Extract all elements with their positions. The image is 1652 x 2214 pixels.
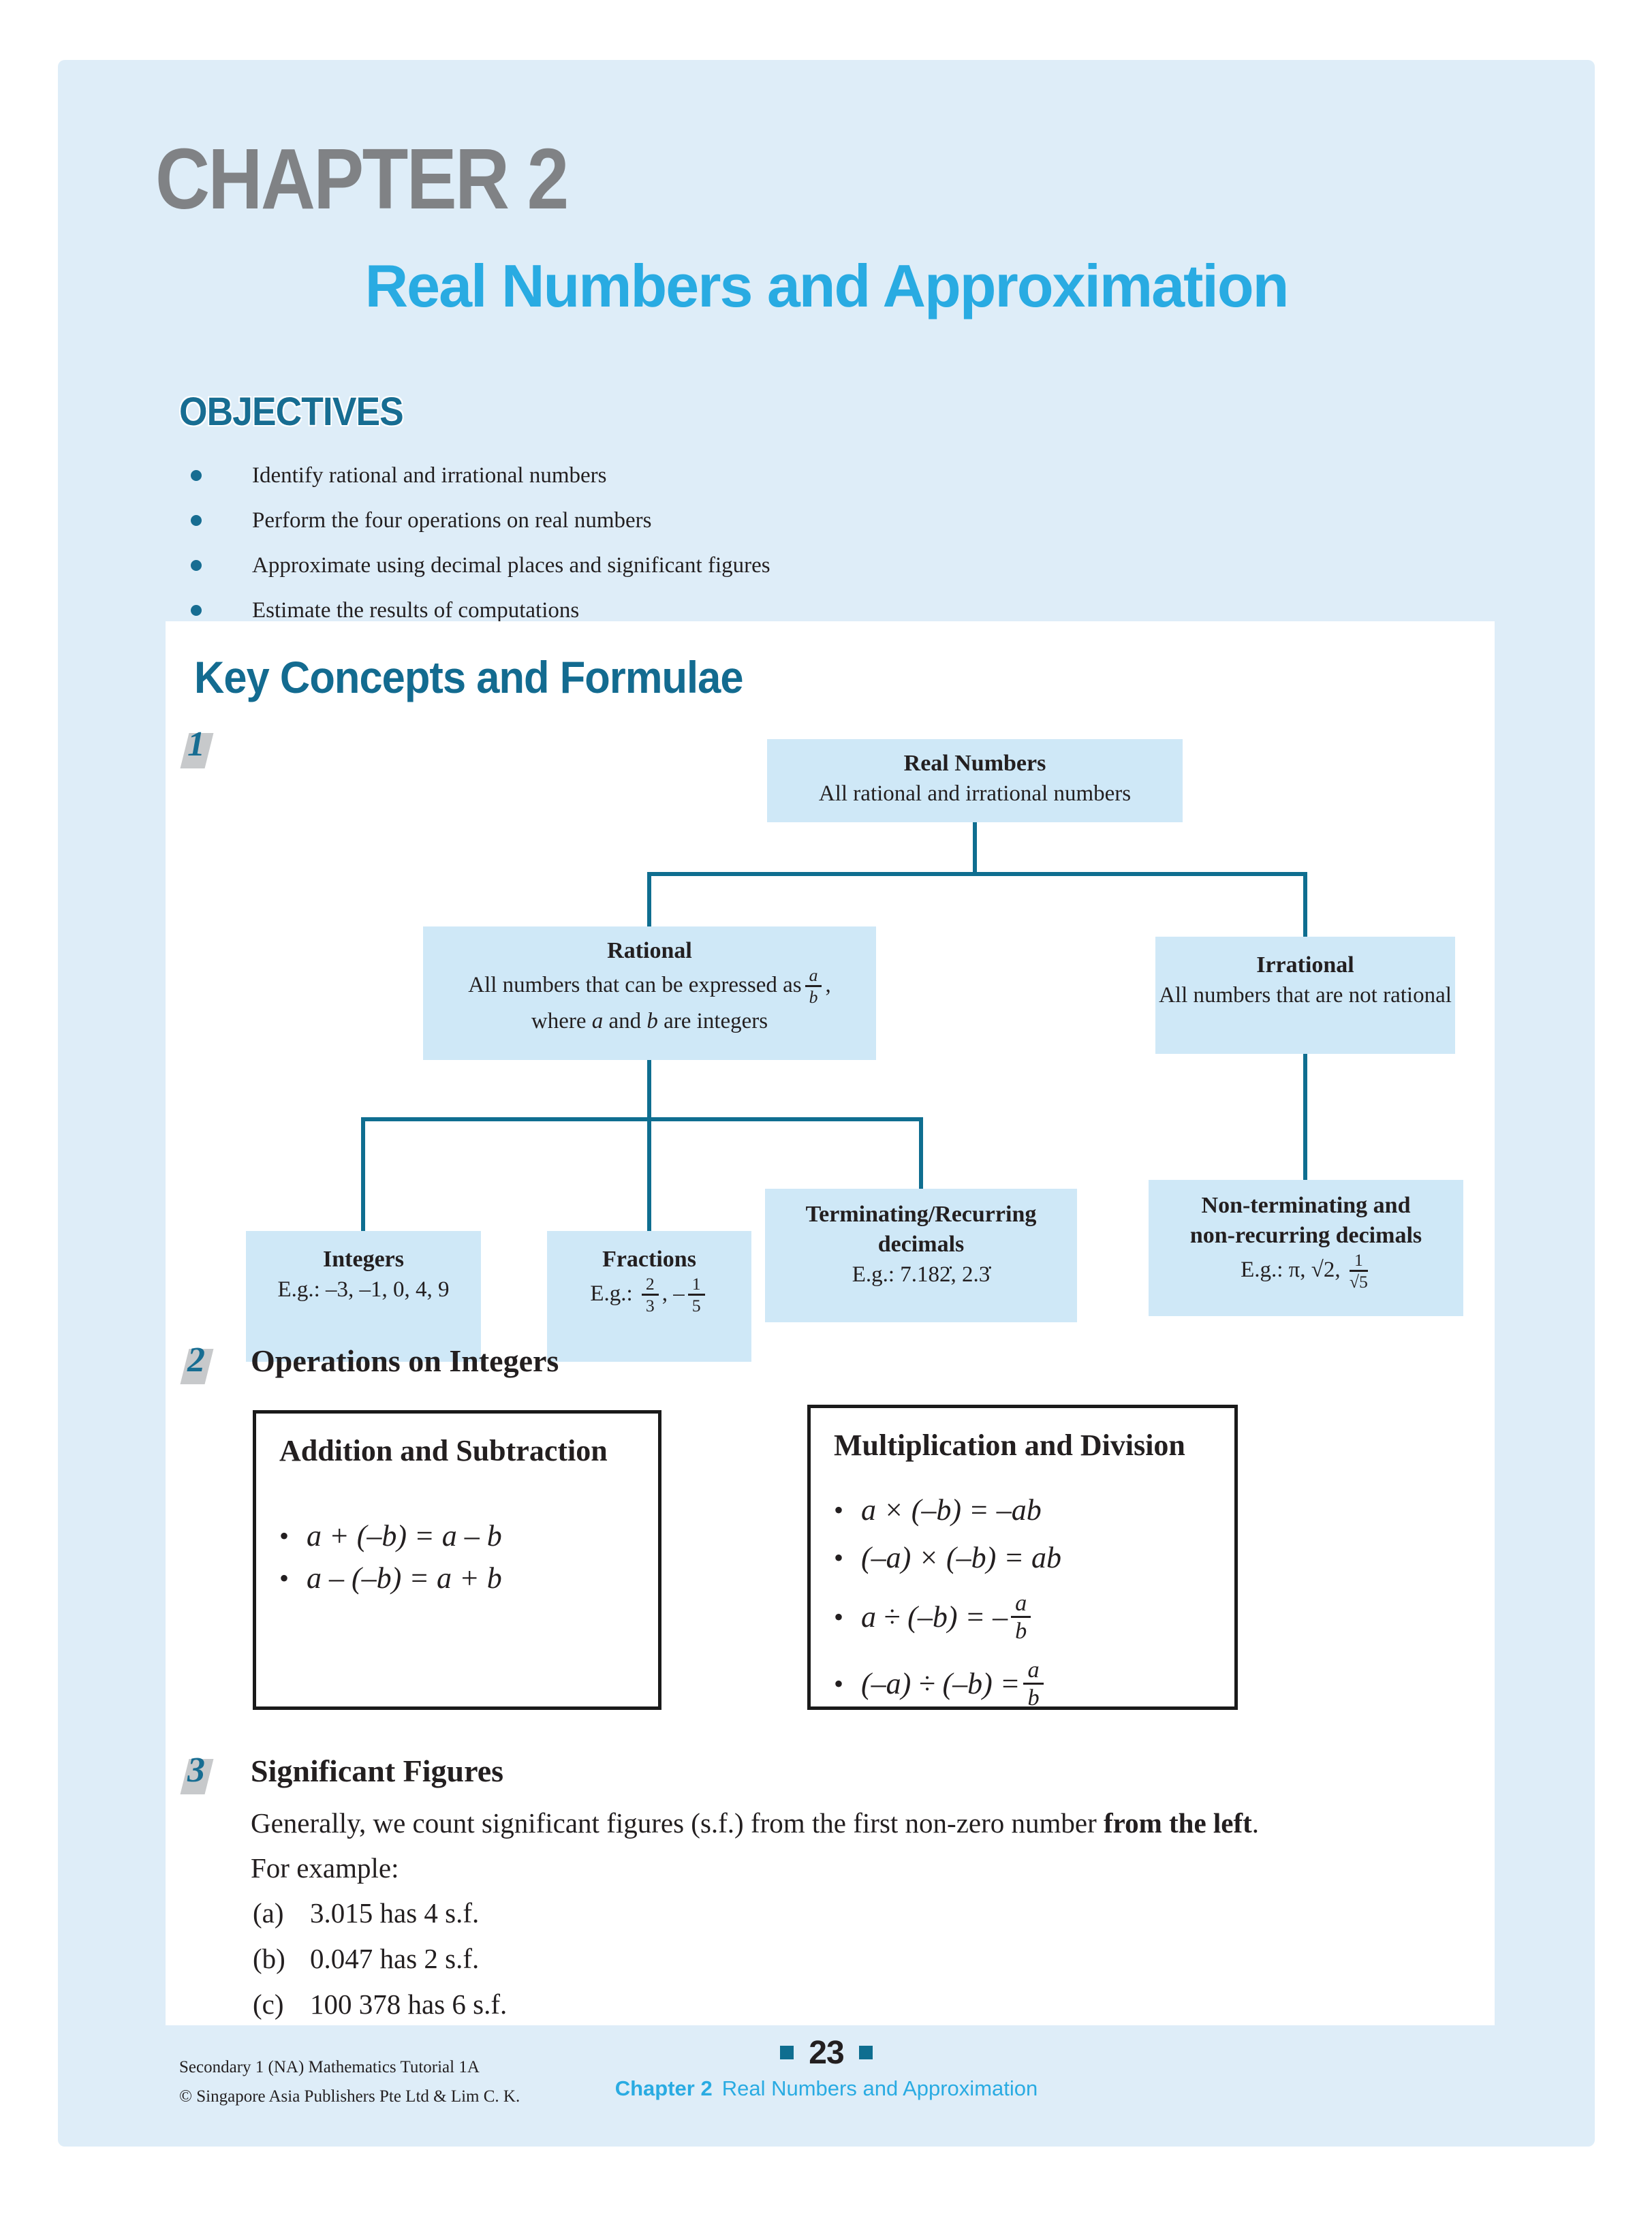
section-marker-2: 2 [183, 1338, 221, 1387]
footer-chapter-title: Real Numbers and Approximation [721, 2076, 1038, 2100]
objective-text: Identify rational and irrational numbers [252, 463, 607, 488]
chapter-heading: CHAPTER 2 [155, 131, 569, 227]
objectives-list: Identify rational and irrational numbers… [191, 461, 1349, 640]
example-text: 100 378 has 6 s.f. [310, 1989, 508, 2020]
node-real-numbers: Real Numbers All rational and irrational… [767, 739, 1183, 822]
page-number-row: 23 [58, 2034, 1595, 2072]
node-title: Fractions [602, 1247, 696, 1272]
bullet-dot-icon [191, 560, 202, 571]
for-example-label: For example: [251, 1852, 399, 1884]
node-non-terminating-decimals: Non-terminating and non-recurring decima… [1149, 1180, 1463, 1316]
node-title: Irrational [1256, 952, 1354, 978]
chapter-title: Real Numbers and Approximation [364, 252, 1290, 319]
node-desc: All rational and irrational numbers [818, 781, 1132, 806]
bullet-dot-icon [191, 515, 202, 526]
footer-chapter-label: Chapter 2 [614, 2076, 713, 2100]
node-title: non-recurring decimals [1189, 1223, 1422, 1248]
fraction: 1√5 [1349, 1250, 1368, 1292]
objective-text: Estimate the results of computations [252, 598, 580, 623]
footer-copyright: © Singapore Asia Publishers Pte Ltd & Li… [179, 2087, 520, 2106]
example-text: 3.015 has 4 s.f. [310, 1897, 480, 1929]
page-background: CHAPTER 2 Real Numbers and Approximation… [58, 60, 1595, 2147]
connector-line [361, 1117, 365, 1231]
node-desc: where a and b are integers [531, 1009, 768, 1034]
node-irrational: Irrational All numbers that are not rati… [1155, 937, 1455, 1054]
node-title: decimals [877, 1232, 965, 1257]
node-integers: Integers E.g.: –3, –1, 0, 4, 9 [246, 1231, 481, 1362]
footer-imprint: Secondary 1 (NA) Mathematics Tutorial 1A… [179, 2053, 520, 2111]
objective-item: Estimate the results of computations [191, 595, 1349, 640]
node-title: Terminating/Recurring [805, 1202, 1037, 1227]
bullet-dot-icon [191, 470, 202, 481]
example-label: (b) [253, 1943, 285, 1974]
objective-text: Approximate using decimal places and sig… [252, 553, 770, 578]
node-title: Integers [323, 1247, 404, 1272]
example-label: (a) [253, 1897, 284, 1929]
page-number-square-icon [780, 2046, 794, 2059]
section-marker-1: 1 [183, 722, 221, 771]
connector-line [1303, 872, 1307, 937]
connector-line [647, 872, 651, 926]
objectives-heading: OBJECTIVES [179, 390, 404, 434]
page-number: 23 [809, 2035, 844, 2071]
node-desc: All numbers that are not rational [1159, 983, 1452, 1008]
formula-item: a ÷ (–b) = –ab [834, 1586, 1211, 1649]
connector-line [1303, 1054, 1307, 1180]
section-marker-3: 3 [183, 1748, 221, 1797]
node-title: Non-terminating and [1201, 1193, 1411, 1218]
objective-text: Perform the four operations on real numb… [252, 508, 652, 533]
multiplication-division-box: Multiplication and Division a × (–b) = –… [807, 1405, 1238, 1710]
example-text: 0.047 has 2 s.f. [310, 1943, 480, 1974]
significant-figures-heading: Significant Figures [251, 1753, 504, 1788]
key-concepts-heading: Key Concepts and Formulae [194, 652, 743, 702]
connector-line [973, 822, 977, 872]
page-number-square-icon [858, 2046, 873, 2059]
node-title: Rational [607, 938, 692, 963]
connector-line [361, 1117, 923, 1121]
connector-line [647, 1060, 651, 1231]
box-title: Addition and Subtraction [279, 1434, 608, 1467]
formula-item: (–a) ÷ (–b) = ab [834, 1653, 1211, 1715]
node-terminating-recurring-decimals: Terminating/Recurring decimals E.g.: 7.1… [765, 1189, 1077, 1322]
node-rational: Rational All numbers that can be express… [423, 926, 876, 1060]
objective-item: Identify rational and irrational numbers [191, 461, 1349, 505]
objective-item: Perform the four operations on real numb… [191, 505, 1349, 550]
key-concepts-panel: Key Concepts and Formulae 1 Real Numbers… [166, 621, 1495, 2025]
node-example: E.g.: –3, –1, 0, 4, 9 [277, 1277, 450, 1302]
formula-item: a – (–b) = a + b [279, 1557, 635, 1600]
formula-item: (–a) × (–b) = ab [834, 1538, 1211, 1578]
operations-heading: Operations on Integers [251, 1343, 559, 1378]
objective-item: Approximate using decimal places and sig… [191, 550, 1349, 595]
formula-item: a × (–b) = –ab [834, 1491, 1211, 1530]
node-example: E.g.: π, √2, 1√5 [1241, 1250, 1368, 1292]
formula-item: a + (–b) = a – b [279, 1515, 635, 1557]
footer-chapter-line: Chapter 2 Real Numbers and Approximation [58, 2076, 1595, 2101]
bullet-dot-icon [191, 605, 202, 616]
node-example: E.g.: 7.182̇, 2.3̇ [852, 1262, 991, 1287]
significant-figures-intro: Generally, we count significant figures … [251, 1807, 1260, 1839]
connector-line [647, 872, 1307, 876]
node-title: Real Numbers [903, 751, 1046, 776]
footer-book-title: Secondary 1 (NA) Mathematics Tutorial 1A [179, 2058, 480, 2076]
box-title: Multiplication and Division [834, 1429, 1185, 1462]
addition-subtraction-box: Addition and Subtraction a + (–b) = a – … [253, 1410, 661, 1710]
example-label: (c) [253, 1989, 284, 2020]
connector-line [919, 1117, 923, 1189]
